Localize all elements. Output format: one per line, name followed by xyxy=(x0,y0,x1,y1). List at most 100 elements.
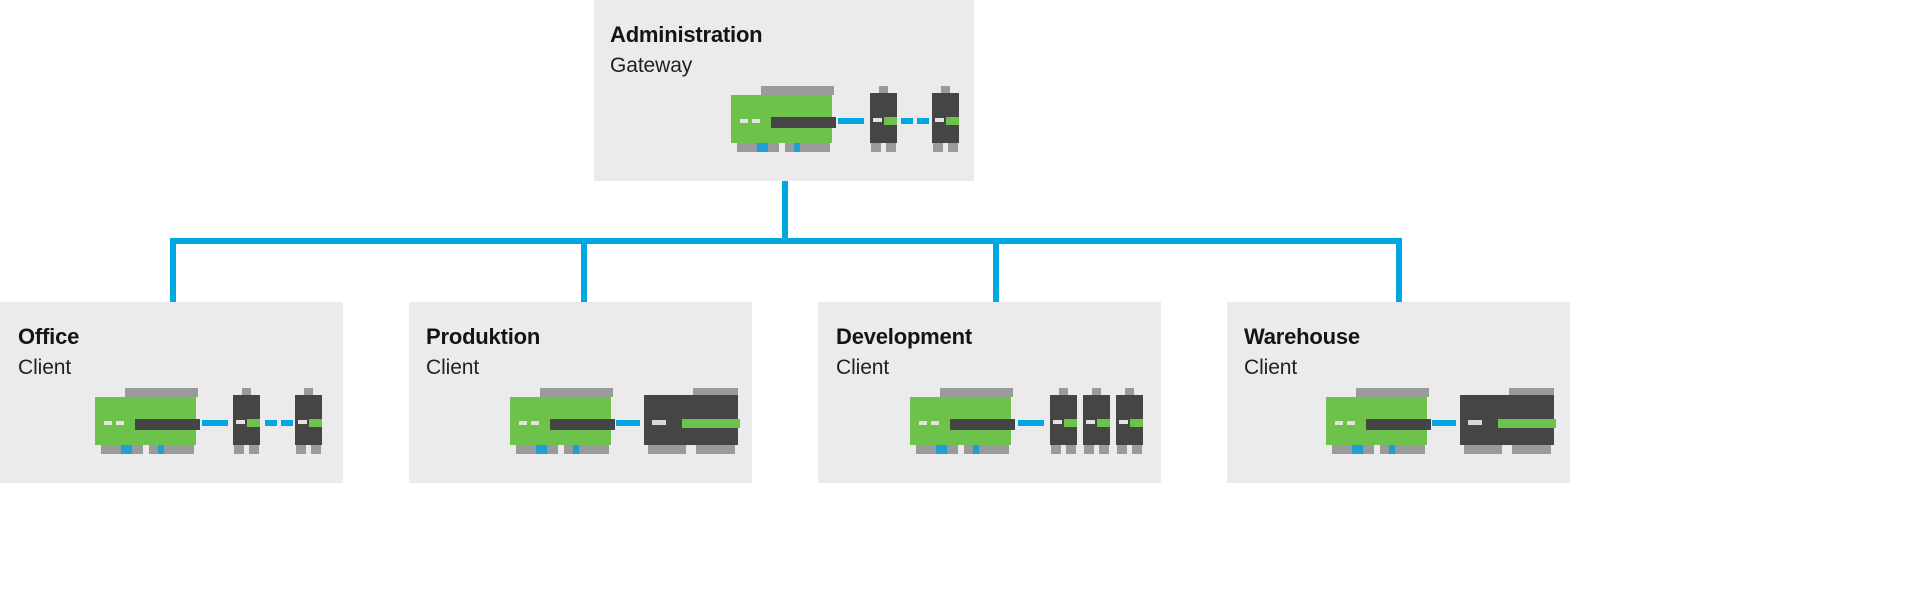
client-office-plc-foot-right xyxy=(148,445,194,454)
client-office-io-module-2-foot-right xyxy=(310,445,322,454)
client-development-plc-status-led-1 xyxy=(919,421,927,425)
gateway-patch-cable-2 xyxy=(901,118,913,124)
client-warehouse-plc-device[interactable] xyxy=(1326,388,1432,454)
client-produktion-plc-terminal-bar xyxy=(550,419,616,431)
client-office-io-module-2-led xyxy=(298,420,307,424)
client-warehouse-wide-io-module-foot-left xyxy=(1464,445,1502,454)
client-office-patch-cable-2 xyxy=(265,420,277,426)
client-office-io-module-1-foot-left xyxy=(234,445,245,454)
gateway-plc-foot-accent-2 xyxy=(793,143,800,152)
client-development-io-module-1-foot-right xyxy=(1065,445,1077,454)
gateway-patch-cable-1 xyxy=(838,118,864,124)
gateway-io-module-2-foot-right xyxy=(947,143,959,152)
client-produktion-plc-foot-right xyxy=(563,445,609,454)
client-produktion-title: Produktion xyxy=(426,324,541,349)
client-development-io-module-1-green-led xyxy=(1064,418,1077,427)
client-development-io-module-1[interactable] xyxy=(1050,388,1077,454)
client-produktion-wide-io-module-foot-left xyxy=(648,445,686,454)
gateway-io-module-1-nub xyxy=(879,86,889,93)
client-development-io-module-3-foot-left xyxy=(1117,445,1128,454)
gateway-plc-device[interactable] xyxy=(731,86,837,152)
client-development-plc-top-cap xyxy=(940,388,1014,397)
client-produktion-role-label: Client xyxy=(426,356,480,379)
client-office-io-module-2[interactable] xyxy=(295,388,322,454)
client-development-io-module-2-nub xyxy=(1092,388,1102,395)
client-development-patch-cable-1 xyxy=(1018,420,1044,426)
client-warehouse-wide-io-module-green-bar xyxy=(1497,418,1556,428)
client-office-io-module-2-nub xyxy=(304,388,314,395)
client-produktion-plc-device[interactable] xyxy=(510,388,616,454)
client-development-io-module-3-led xyxy=(1119,420,1128,424)
client-office-io-module-2-green-led xyxy=(309,418,322,427)
client-produktion-plc-status-led-1 xyxy=(519,421,527,425)
client-office-io-module-1-foot-right xyxy=(248,445,260,454)
client-produktion-plc-foot-accent-1 xyxy=(536,445,547,454)
client-development-io-module-3-green-led xyxy=(1130,418,1143,427)
client-development-io-module-1-foot-left xyxy=(1051,445,1062,454)
client-office-io-module-1[interactable] xyxy=(233,388,260,454)
client-development-io-module-2-foot-left xyxy=(1084,445,1095,454)
gateway-plc-status-led-1 xyxy=(740,119,748,123)
gateway-io-module-1-foot-right xyxy=(885,143,897,152)
client-development-io-module-3-nub xyxy=(1125,388,1135,395)
client-warehouse-role-label: Client xyxy=(1244,356,1298,379)
client-office-role-label: Client xyxy=(18,356,72,379)
client-development-io-module-3[interactable] xyxy=(1116,388,1143,454)
client-warehouse-wide-io-module-led xyxy=(1468,420,1482,425)
client-office-plc-terminal-bar xyxy=(135,419,201,431)
client-development-io-module-1-nub xyxy=(1059,388,1069,395)
gateway-plc-foot-right xyxy=(784,143,830,152)
client-development-plc-foot-accent-2 xyxy=(972,445,979,454)
client-office-io-module-1-led xyxy=(236,420,245,424)
client-development-io-module-1-led xyxy=(1053,420,1062,424)
client-produktion-plc-status-led-2 xyxy=(531,421,539,425)
client-office-plc-foot-accent-1 xyxy=(121,445,132,454)
client-development-plc-foot-right xyxy=(963,445,1009,454)
gateway-io-module-1[interactable] xyxy=(870,86,897,152)
client-development-plc-terminal-bar xyxy=(950,419,1016,431)
client-warehouse-wide-io-module-cap xyxy=(1508,388,1554,395)
client-development-plc-device[interactable] xyxy=(910,388,1016,454)
client-warehouse-title: Warehouse xyxy=(1244,324,1360,349)
client-warehouse-wide-io-module[interactable] xyxy=(1460,388,1556,454)
client-office-patch-cable-1 xyxy=(202,420,228,426)
client-office-io-module-2-foot-left xyxy=(296,445,307,454)
client-development-io-module-2-foot-right xyxy=(1098,445,1110,454)
client-office-title: Office xyxy=(18,324,80,349)
gateway-io-module-2-foot-left xyxy=(933,143,944,152)
gateway-plc-top-cap xyxy=(761,86,835,95)
client-warehouse-plc-foot-accent-1 xyxy=(1352,445,1363,454)
client-produktion-plc-top-cap xyxy=(540,388,614,397)
client-development-plc-foot-accent-1 xyxy=(936,445,947,454)
client-development-io-module-3-foot-right xyxy=(1131,445,1143,454)
gateway-plc-terminal-bar xyxy=(771,117,837,129)
client-office-io-module-1-green-led xyxy=(247,418,260,427)
client-development-plc-status-led-2 xyxy=(931,421,939,425)
gateway-plc-status-led-2 xyxy=(752,119,760,123)
client-produktion-wide-io-module[interactable] xyxy=(644,388,740,454)
client-office-plc-device[interactable] xyxy=(95,388,201,454)
client-development-title: Development xyxy=(836,324,972,349)
client-office-io-module-1-nub xyxy=(242,388,252,395)
client-office-plc-top-cap xyxy=(125,388,199,397)
gateway-patch-cable-3 xyxy=(917,118,929,124)
client-produktion-wide-io-module-led xyxy=(652,420,666,425)
client-warehouse-plc-terminal-bar xyxy=(1366,419,1432,431)
client-warehouse-plc-top-cap xyxy=(1356,388,1430,397)
client-produktion-wide-io-module-cap xyxy=(692,388,738,395)
client-warehouse-wide-io-module-foot-right xyxy=(1511,445,1552,454)
gateway-io-module-1-led xyxy=(873,118,882,122)
gateway-title: Administration xyxy=(610,22,763,47)
gateway-io-module-2[interactable] xyxy=(932,86,959,152)
client-office-plc-status-led-1 xyxy=(104,421,112,425)
client-warehouse-plc-status-led-2 xyxy=(1347,421,1355,425)
gateway-io-module-1-foot-left xyxy=(871,143,882,152)
client-development-io-module-2[interactable] xyxy=(1083,388,1110,454)
client-produktion-plc-foot-accent-2 xyxy=(572,445,579,454)
client-development-role-label: Client xyxy=(836,356,890,379)
client-warehouse-plc-status-led-1 xyxy=(1335,421,1343,425)
client-office-plc-foot-accent-2 xyxy=(157,445,164,454)
client-warehouse-plc-foot-accent-2 xyxy=(1388,445,1395,454)
client-development-io-module-2-led xyxy=(1086,420,1095,424)
